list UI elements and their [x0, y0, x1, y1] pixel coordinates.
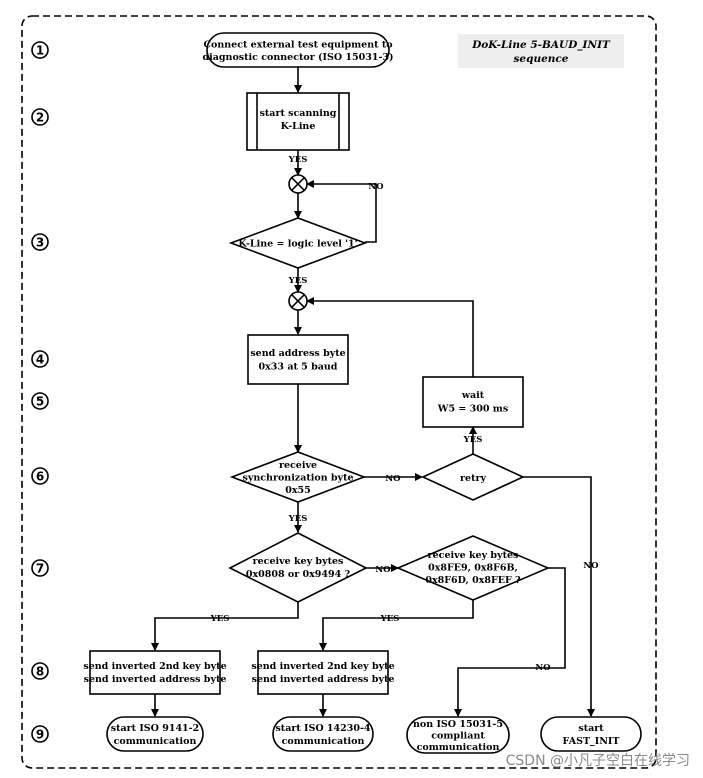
terminator-iso-14230: start ISO 14230-4 communication: [272, 716, 374, 752]
title-line-2: sequence: [514, 53, 569, 65]
edge-wait-junction2: [306, 297, 474, 377]
svg-text:send address byte: send address byte: [250, 348, 345, 359]
label-yes-retry: YES: [463, 435, 483, 445]
label-no-key2: NO: [535, 663, 551, 673]
label-yes-key1: YES: [210, 614, 230, 624]
label-yes-scan: YES: [288, 155, 308, 165]
decision-kline-level: K-Line = logic level '1': [228, 217, 368, 269]
svg-text:1: 1: [36, 44, 44, 58]
svg-text:send inverted 2nd key byte: send inverted 2nd key byte: [251, 661, 394, 672]
svg-text:0x8FE9, 0x8F6B,: 0x8FE9, 0x8F6B,: [428, 563, 518, 574]
label-no-check: NO: [368, 182, 384, 192]
svg-text:retry: retry: [460, 473, 486, 484]
svg-text:K-Line: K-Line: [281, 121, 316, 132]
title-line-1: DoK-Line 5-BAUD_INIT: [471, 39, 611, 52]
step-7: 7: [31, 559, 49, 577]
step-8: 8: [31, 662, 49, 680]
svg-text:communication: communication: [282, 736, 365, 747]
step-3: 3: [31, 233, 49, 251]
svg-text:non ISO 15031-5: non ISO 15031-5: [413, 719, 503, 730]
decision-key-bytes-2: receive key bytes 0x8FE9, 0x8F6B, 0x8F6D…: [395, 535, 551, 601]
svg-text:receive key bytes: receive key bytes: [253, 556, 344, 567]
step-4: 4: [31, 350, 49, 368]
svg-text:start ISO 14230-4: start ISO 14230-4: [275, 723, 370, 734]
step-1: 1: [31, 41, 49, 59]
svg-text:4: 4: [36, 353, 44, 367]
svg-text:communication: communication: [114, 736, 197, 747]
decision-retry: retry: [421, 453, 525, 501]
svg-text:start scanning: start scanning: [260, 108, 337, 119]
svg-text:W5 = 300 ms: W5 = 300 ms: [437, 404, 508, 415]
edge-key2-noniso: [454, 567, 566, 717]
svg-text:FAST_INIT: FAST_INIT: [563, 736, 620, 747]
terminator-non-iso: non ISO 15031-5 compliant communication: [406, 716, 510, 754]
label-yes-check: YES: [288, 276, 308, 286]
edge-check-no-loop: [306, 180, 377, 243]
step-9: 9: [31, 725, 49, 743]
svg-text:5: 5: [36, 395, 44, 409]
svg-text:send inverted address byte: send inverted address byte: [252, 674, 395, 685]
svg-text:receive: receive: [279, 460, 317, 471]
decision-receive-sync: receive synchronization byte 0x55: [229, 451, 367, 503]
label-no-retry: NO: [583, 561, 599, 571]
svg-text:diagnostic connector (ISO 1503: diagnostic connector (ISO 15031-3): [202, 52, 393, 63]
svg-text:6: 6: [36, 470, 44, 484]
terminator-iso-9141: start ISO 9141-2 communication: [106, 716, 204, 752]
svg-text:3: 3: [36, 236, 44, 250]
label-yes-sync: YES: [288, 514, 308, 524]
edge-key2-inv2: [319, 600, 474, 651]
svg-text:synchronization byte: synchronization byte: [242, 473, 353, 484]
terminator-fast-init: start FAST_INIT: [540, 716, 642, 752]
node-send-inverted-1: send inverted 2nd key byte send inverted…: [83, 650, 227, 695]
svg-text:start ISO 9141-2: start ISO 9141-2: [111, 723, 199, 734]
label-no-sync: NO: [385, 474, 401, 484]
svg-text:7: 7: [36, 562, 44, 576]
junction-2: [288, 291, 308, 311]
svg-text:receive key bytes: receive key bytes: [428, 550, 519, 561]
node-send-address-byte: send address byte 0x33 at 5 baud: [247, 334, 349, 385]
svg-text:send inverted 2nd key byte: send inverted 2nd key byte: [83, 661, 226, 672]
step-2: 2: [31, 108, 49, 126]
svg-text:0x55: 0x55: [285, 485, 311, 496]
node-start-scanning: start scanning K-Line: [246, 92, 350, 151]
title-box: [458, 34, 624, 68]
edge-key1-inv1: [151, 602, 299, 651]
junction-1: [288, 174, 308, 194]
svg-text:2: 2: [36, 111, 44, 125]
svg-text:9: 9: [36, 728, 44, 742]
svg-text:K-Line = logic level '1': K-Line = logic level '1': [238, 239, 357, 250]
svg-text:compliant: compliant: [431, 731, 485, 742]
svg-text:0x33 at 5 baud: 0x33 at 5 baud: [259, 362, 338, 373]
svg-text:send inverted address byte: send inverted address byte: [84, 674, 227, 685]
label-yes-key2: YES: [380, 614, 400, 624]
watermark: CSDN @小凡子空白在线学习: [506, 753, 690, 769]
svg-text:0x8F6D, 0x8FEF ?: 0x8F6D, 0x8FEF ?: [425, 575, 521, 586]
label-no-key1: NO: [375, 565, 391, 575]
node-connect-equipment: Connect external test equipment to diagn…: [202, 32, 394, 68]
svg-text:communication: communication: [417, 742, 500, 753]
svg-text:wait: wait: [461, 390, 485, 401]
decision-key-bytes-1: receive key bytes 0x0808 or 0x9494 ?: [228, 532, 368, 603]
step-5: 5: [31, 392, 49, 410]
svg-text:start: start: [578, 723, 604, 734]
step-6: 6: [31, 467, 49, 485]
node-send-inverted-2: send inverted 2nd key byte send inverted…: [251, 650, 395, 695]
svg-text:8: 8: [36, 665, 44, 679]
edge-retry-fastinit: [523, 476, 595, 717]
svg-text:Connect external test equipmen: Connect external test equipment to: [203, 40, 392, 51]
svg-text:0x0808 or 0x9494 ?: 0x0808 or 0x9494 ?: [246, 569, 351, 580]
node-wait: wait W5 = 300 ms: [422, 376, 524, 428]
dashed-frame: [21, 15, 657, 769]
